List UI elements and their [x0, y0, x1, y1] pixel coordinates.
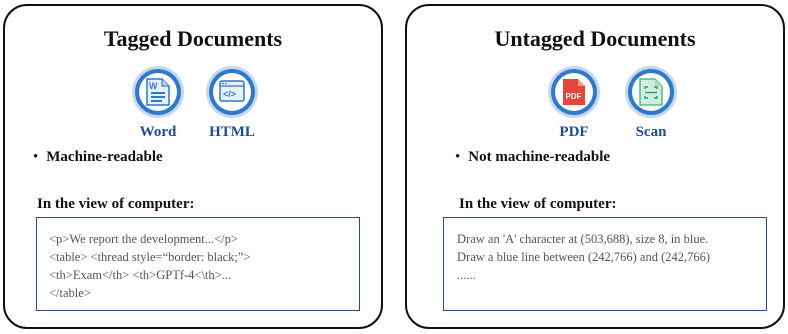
untagged-documents-panel: Untagged Documents PDF PDF S	[405, 4, 785, 329]
untagged-code-box: Draw an 'A' character at (503,688), size…	[443, 217, 767, 311]
code-line: Draw a blue line between (242,766) and (…	[457, 250, 711, 264]
tagged-bullet: • Machine-readable	[33, 149, 163, 166]
svg-text:PDF: PDF	[566, 92, 582, 101]
html-label: HTML	[209, 124, 255, 140]
tagged-documents-panel: Tagged Documents W Word	[3, 4, 383, 329]
pdf-label: PDF	[559, 124, 589, 140]
code-line: Draw an 'A' character at (503,688), size…	[457, 232, 709, 246]
word-document-icon: W	[132, 66, 184, 118]
code-line: ......	[457, 268, 476, 282]
untagged-panel-title: Untagged Documents	[494, 26, 696, 51]
bullet-symbol: •	[455, 149, 461, 165]
tagged-code-box: <p>We report the development...</p> <tab…	[36, 217, 360, 311]
html-item: </> HTML	[192, 66, 272, 141]
pdf-file-icon: PDF	[548, 66, 600, 118]
untagged-bullet: • Not machine-readable	[455, 149, 610, 166]
word-label: Word	[139, 124, 177, 140]
code-line: <table> <thread style=“border: black;”>	[49, 250, 251, 264]
scan-item: Scan	[611, 66, 691, 141]
untagged-icon-group: PDF PDF Scan	[407, 66, 783, 146]
code-line: <p>We report the development...</p>	[49, 232, 238, 246]
code-line: </table>	[49, 286, 91, 300]
tagged-icon-group: W Word </> HTML	[5, 66, 381, 146]
tagged-bullet-text: Machine-readable	[46, 149, 163, 165]
scan-label: Scan	[635, 124, 667, 140]
scan-document-icon	[625, 66, 677, 118]
tagged-view-label: In the view of computer:	[37, 196, 195, 212]
untagged-bullet-text: Not machine-readable	[468, 149, 611, 165]
pdf-item: PDF PDF	[534, 66, 614, 141]
untagged-view-label: In the view of computer:	[459, 196, 617, 212]
code-line: <th>Exam</th> <th>GPTf-4<\th>...	[49, 268, 232, 282]
svg-text:</>: </>	[223, 89, 236, 99]
html-code-icon: </>	[206, 66, 258, 118]
bullet-symbol: •	[33, 149, 39, 165]
svg-text:W: W	[149, 81, 158, 91]
tagged-panel-title: Tagged Documents	[103, 26, 283, 51]
word-item: W Word	[118, 66, 198, 141]
